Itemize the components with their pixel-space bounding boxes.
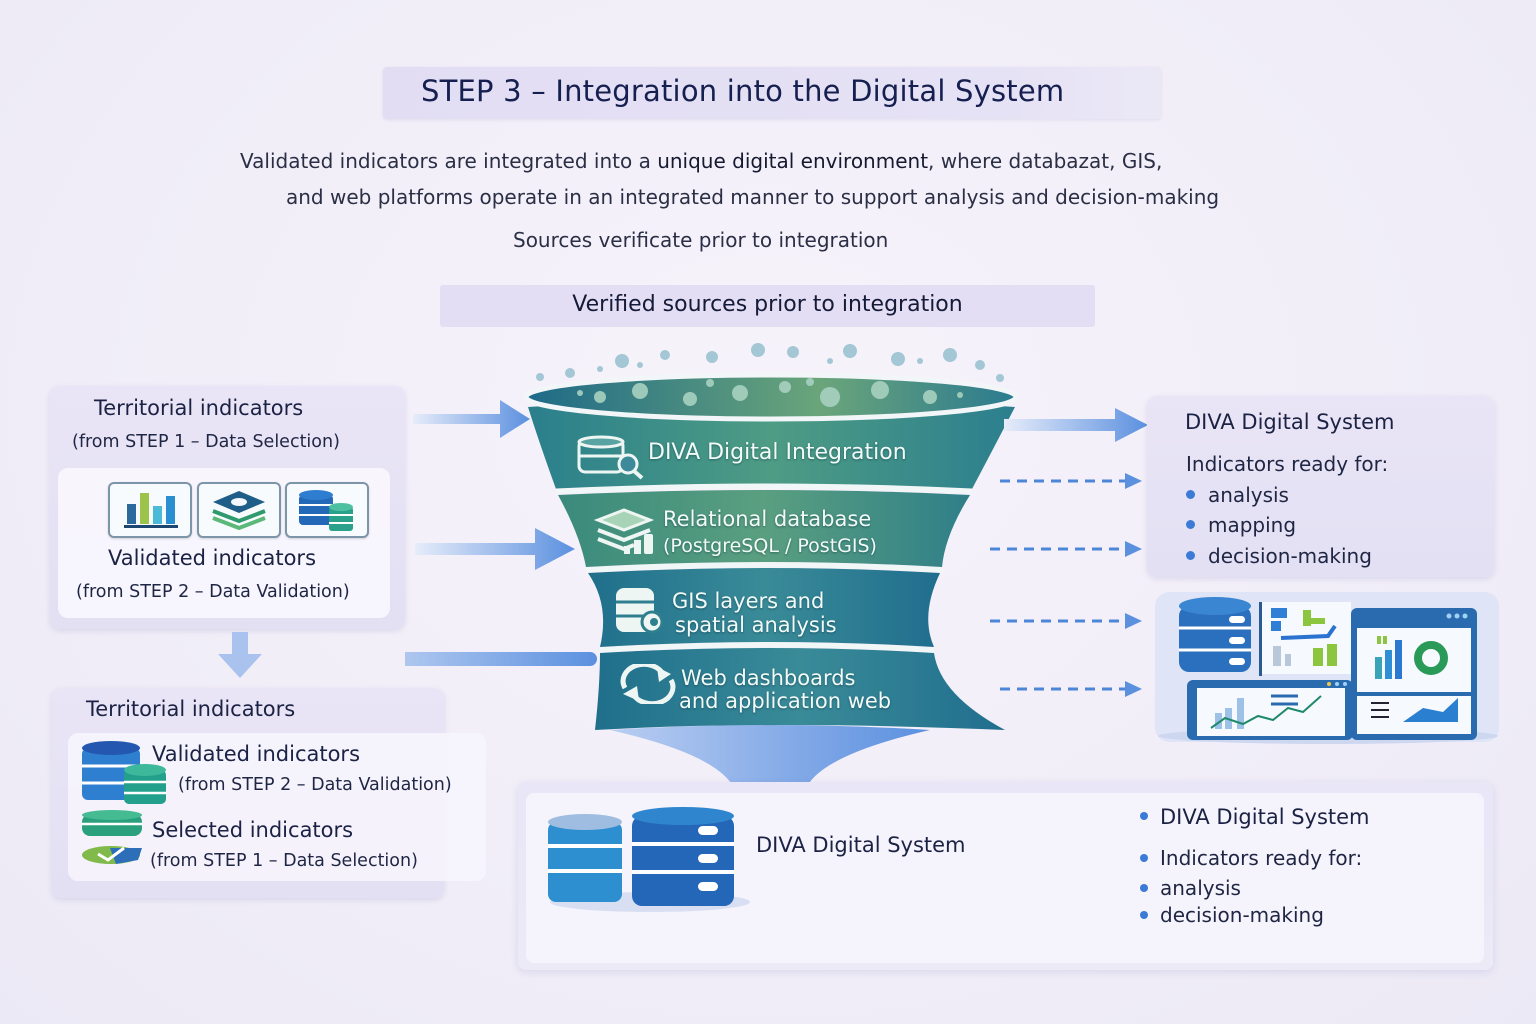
dashboard-database-icon <box>1179 597 1251 672</box>
intro-text-c: , where databazat, GIS, <box>928 149 1163 173</box>
funnel-top <box>523 372 1019 422</box>
diva-system-title: DIVA Digital System <box>1185 410 1395 434</box>
verified-sources-banner: Verified sources prior to integration <box>440 285 1095 327</box>
intro-text-emphasis: unique digital environment <box>657 149 929 173</box>
bubbles-decoration <box>536 343 1004 382</box>
integration-funnel <box>523 343 1019 815</box>
bottom-list-item-analysis: analysis <box>1140 876 1241 900</box>
bullet-icon <box>1140 883 1148 892</box>
bottom-list-item-decision: decision-making <box>1140 903 1324 927</box>
bullet-icon <box>1140 853 1148 862</box>
bullet-icon <box>1140 812 1148 820</box>
bullet-icon <box>1140 910 1148 919</box>
bullet-icon <box>1186 551 1195 560</box>
selected-indicators-item: Selected indicators <box>152 818 354 842</box>
funnel-label-web: Web dashboards <box>681 666 856 690</box>
ready-item-decision-making: decision-making <box>1186 544 1372 568</box>
funnel-layer-web <box>595 648 1005 730</box>
output-arrows <box>990 408 1148 697</box>
funnel-label-database-sub: (PostgreSQL / PostGIS) <box>663 535 877 557</box>
bullet-icon <box>1186 520 1195 529</box>
page-title: STEP 3 – Integration into the Digital Sy… <box>421 74 1065 108</box>
validated-indicators-item-sub: (from STEP 2 – Data Validation) <box>178 775 452 795</box>
diva-system-panel <box>1147 396 1494 577</box>
gis-database-icon <box>616 588 664 634</box>
title-banner: STEP 3 – Integration into the Digital Sy… <box>383 67 1161 119</box>
stacked-layers-icon <box>594 508 655 554</box>
database-stack-icon <box>82 741 166 804</box>
database-servers-icon <box>548 807 750 912</box>
territorial-indicators-heading: Territorial indicators <box>94 396 304 420</box>
territorial-indicators-sub: (from STEP 1 – Data Selection) <box>72 432 340 452</box>
validated-indicators-item: Validated indicators <box>152 742 361 766</box>
arrow-step1 <box>413 400 530 438</box>
selection-check-icon <box>82 810 142 864</box>
funnel-label-database: Relational database <box>663 507 872 531</box>
bar-chart-icon <box>108 482 192 538</box>
sync-icon <box>620 664 676 704</box>
funnel-label-integration: DIVA Digital Integration <box>648 440 907 465</box>
dashed-arrow-head-3 <box>1125 613 1142 629</box>
arrow-step2 <box>415 528 575 570</box>
dashed-arrow-head-4 <box>1125 681 1142 697</box>
ready-item-mapping: mapping <box>1186 513 1296 537</box>
funnel-label-gis-sub: spatial analysis <box>675 613 837 637</box>
input-arrows <box>405 400 597 666</box>
selected-indicators-item-sub: (from STEP 1 – Data Selection) <box>150 851 418 871</box>
database-search-icon <box>577 435 644 480</box>
database-icon <box>285 482 369 538</box>
territorial-indicators-heading-2: Territorial indicators <box>86 697 296 721</box>
funnel-label-web-sub: and application web <box>679 689 892 713</box>
funnel-layer-integration <box>528 398 1015 489</box>
intro-text-a: Validated indicators are integrated into… <box>240 149 658 173</box>
bottom-list-item-ready: Indicators ready for: <box>1140 846 1362 870</box>
validated-indicators-label: Validated indicators <box>108 546 317 570</box>
bullet-icon <box>1186 490 1195 499</box>
dashed-arrow-head-2 <box>1125 541 1142 557</box>
bottom-diva-system-title: DIVA Digital System <box>756 833 966 857</box>
funnel-layer-database <box>558 490 970 567</box>
intro-line-2: and web platforms operate in an integrat… <box>286 185 1220 209</box>
ready-item-analysis: analysis <box>1186 483 1289 507</box>
verified-sources-label: Verified sources prior to integration <box>572 292 963 317</box>
indicators-ready-label: Indicators ready for: <box>1186 452 1389 476</box>
layers-icon <box>197 482 281 538</box>
dashed-arrow-head-1 <box>1125 473 1142 489</box>
down-arrow <box>218 632 262 678</box>
bottom-list-item-diva: DIVA Digital System <box>1140 805 1370 829</box>
dashboard-illustration <box>1155 592 1499 744</box>
intro-line-3: Sources verificate prior to integration <box>513 228 889 252</box>
validated-indicators-sub: (from STEP 2 – Data Validation) <box>76 582 350 602</box>
funnel-label-gis: GIS layers and <box>672 589 825 613</box>
intro-line-1: Validated indicators are integrated into… <box>240 149 1162 173</box>
connector-bar <box>405 652 597 666</box>
arrow-to-system <box>1004 408 1148 442</box>
funnel-layer-gis <box>588 568 940 647</box>
output-drop-arrow <box>610 725 930 815</box>
